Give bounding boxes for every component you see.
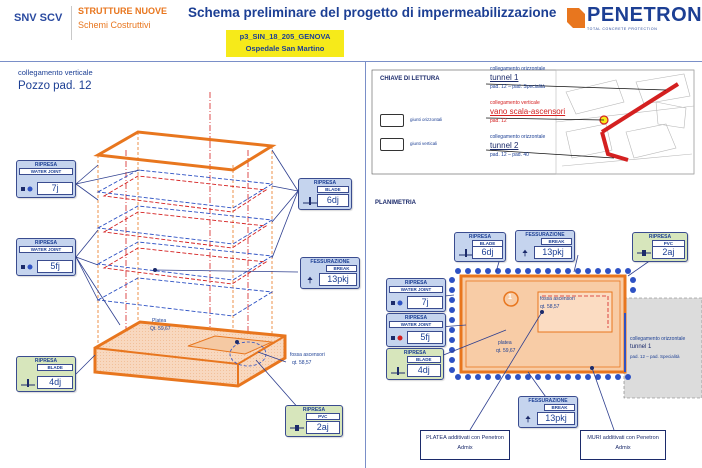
tunnel-1-route: [600, 82, 680, 134]
legend-h-label: giunti orizzontali: [410, 117, 443, 122]
tag-ripresa-blade-6dj: RIPRESA BLADE 6dj: [298, 178, 352, 210]
logo-word: PENETRON: [587, 4, 702, 26]
pvc-icon: [637, 250, 651, 256]
tag-fessurazione-break-13pkj: FESSURAZIONE BREAK 13pkj: [300, 257, 360, 289]
plan-tag-water-joint-7j: RIPRESA WATER JOINT 7j: [386, 278, 446, 312]
break-icon: [522, 249, 528, 257]
key-entry-1-kind: collegamento orizzontale: [490, 66, 546, 72]
panel-divider: [365, 62, 366, 468]
connector-lines: [75, 149, 301, 411]
pozzo-drawing: [75, 92, 301, 411]
break-icon: [307, 276, 313, 284]
break-icon: [525, 415, 531, 423]
tunnel-2-route: [600, 131, 629, 162]
header-rule: [0, 61, 702, 62]
strutture-nuove-label: STRUTTURE NUOVE: [78, 6, 168, 16]
legend-v-label: giunti verticali: [410, 141, 438, 146]
site-map-background: [555, 69, 695, 175]
water-joint-icon: [391, 335, 403, 341]
plan-platea-qt: qt. 59,67: [496, 348, 516, 354]
key-panel-drawing: [366, 62, 702, 182]
project-site: Ospedale San Martino: [245, 44, 325, 53]
platea-qt: Qt. 59,67: [150, 326, 171, 332]
blade-icon: [303, 197, 317, 205]
plan-drawing: [425, 254, 702, 431]
plan-marker-circle: [503, 291, 519, 307]
plan-tag-fessurazione-13pkj: FESSURAZIONE BREAK 13pkj: [515, 230, 575, 262]
plan-fossa-qt: qt. 58,57: [540, 304, 560, 310]
muri-admix-note: MURI additivati con Penetron Admix: [580, 430, 666, 460]
plan-tunnel-detail: pad. 12 – pad. Specialità: [630, 354, 680, 359]
key-entry-2-kind: collegamento verticale: [490, 100, 540, 106]
plan-tag-water-joint-5fj: RIPRESA WATER JOINT 5fj: [386, 313, 446, 347]
key-entry-1-detail: pad. 12 – pad. Specialità: [490, 84, 546, 90]
plan-tunnel-kind: collegamento orizzontale: [630, 336, 686, 342]
water-joint-icon: [391, 300, 403, 306]
water-joint-icon: [21, 186, 33, 192]
legend-h-swatch: [380, 114, 404, 127]
penetron-logo-mark-icon: [567, 8, 585, 28]
project-code: p3_SIN_18_205_GENOVA: [239, 32, 331, 41]
plan-title: PLANIMETRIA: [375, 200, 416, 206]
schemi-costruttivi-label: Schemi Costruttivi: [78, 20, 151, 30]
tag-ripresa-water-joint-5fj: RIPRESA WATER JOINT 5fj: [16, 238, 76, 276]
tag-ripresa-blade-4dj: RIPRESA BLADE 4dj: [16, 356, 76, 392]
page-title: Schema preliminare del progetto di imper…: [188, 5, 557, 20]
penetron-logo: PENETRON TOTAL CONCRETE PROTECTION: [565, 4, 702, 32]
blade-icon: [391, 367, 405, 375]
water-joint-icon: [21, 264, 33, 270]
key-entry-2-name: vano scala-ascensori: [490, 107, 566, 116]
key-panel-title: CHIAVE DI LETTURA: [380, 76, 440, 82]
blade-icon: [459, 249, 473, 257]
key-entry-2-detail: pad. 12: [490, 118, 507, 124]
project-badge: p3_SIN_18_205_GENOVA Ospedale San Martin…: [226, 30, 344, 57]
key-entry-3-kind: collegamento orizzontale: [490, 134, 546, 140]
intermediate-floors: [96, 169, 274, 317]
platea-label: Platea: [152, 318, 167, 324]
key-entry-1-name: tunnel 1: [490, 73, 519, 82]
fossa-label: fossa ascensori: [290, 352, 325, 358]
plan-tag-ripresa-blade-6dj: RIPRESA BLADE 6dj: [454, 232, 506, 262]
blade-icon: [21, 379, 35, 387]
brand-left: SNV SCV: [14, 12, 63, 24]
plan-tunnel-name: tunnel 1: [630, 344, 652, 350]
plan-fossa-label: fossa ascensori: [540, 296, 575, 302]
platea-admix-note: PLATEA additivati con Penetron Admix: [420, 430, 510, 460]
tag-ripresa-water-joint-7j: RIPRESA WATER JOINT 7j: [16, 160, 76, 198]
tag-ripresa-pvc-2aj: RIPRESA PVC 2aj: [285, 405, 343, 437]
perimeter-dots: [449, 268, 636, 380]
logo-subtitle: TOTAL CONCRETE PROTECTION: [587, 27, 658, 31]
section-label: collegamento verticale: [18, 68, 93, 77]
key-entry-3-name: tunnel 2: [490, 141, 519, 150]
plan-tag-fessurazione-break-13pkj: FESSURAZIONE BREAK 13pkj: [518, 396, 578, 428]
fossa-qt: qt. 58,57: [292, 360, 312, 366]
top-slab: [93, 130, 277, 172]
key-entry-3-detail: pad. 12 – pad. 40: [490, 152, 529, 158]
header-separator: [71, 6, 72, 40]
plan-platea-label: platea: [498, 340, 512, 346]
section-title: Pozzo pad. 12: [18, 80, 92, 92]
plan-marker-number: 1: [508, 294, 512, 301]
pvc-icon: [290, 425, 304, 431]
legend-v-swatch: [380, 138, 404, 151]
tunnel-stub: [623, 297, 702, 399]
plan-tag-ripresa-blade-4dj: RIPRESA BLADE 4dj: [386, 348, 444, 380]
plan-tag-ripresa-pvc-2aj: RIPRESA PVC 2aj: [632, 232, 688, 262]
